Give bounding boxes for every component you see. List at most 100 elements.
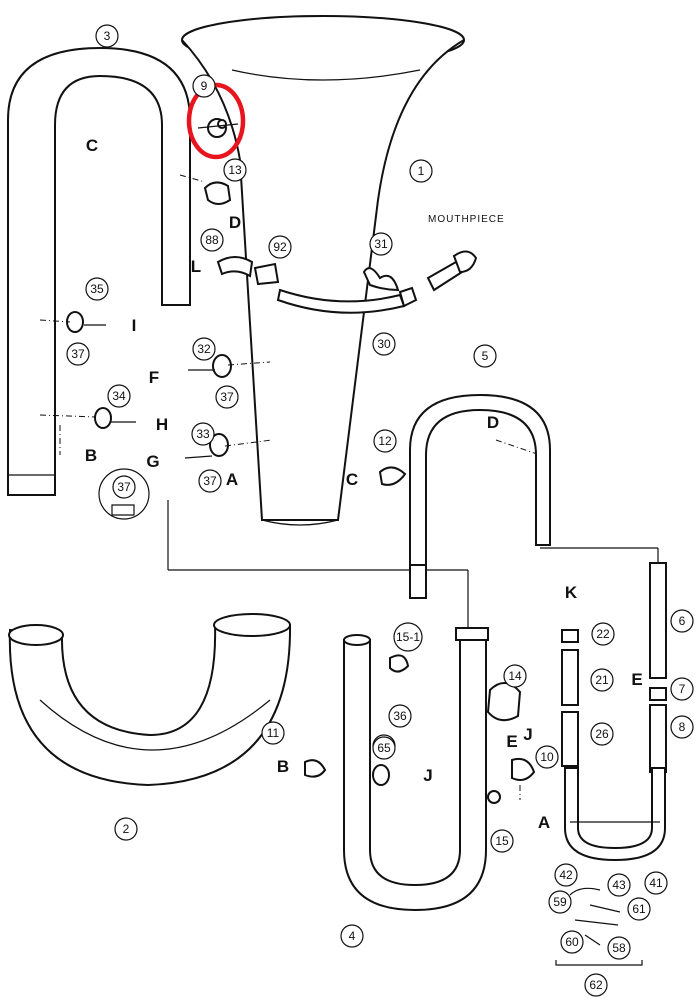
mouthpipe-part-30 <box>276 250 478 314</box>
part-label-p10: 10 <box>535 745 559 769</box>
part-number-circle <box>372 736 396 760</box>
part-number-text: 37 <box>71 347 85 361</box>
part-number-circle <box>627 897 651 921</box>
part-number-text: 11 <box>267 726 280 740</box>
part-number-circle <box>340 924 364 948</box>
part-number-text: 58 <box>612 941 626 955</box>
part-number-text: 33 <box>196 427 210 441</box>
part-label-p30: 30 <box>372 332 396 356</box>
part-number-circle <box>192 74 216 98</box>
part-number-circle <box>409 159 433 183</box>
part-number-circle <box>372 332 396 356</box>
connection-letter-A1: A <box>226 470 238 489</box>
part-number-circle <box>644 871 668 895</box>
part-number-text: 60 <box>565 935 579 949</box>
part-number-text: 37 <box>117 480 131 494</box>
valve-tubes <box>555 562 667 966</box>
part-label-p3: 3 <box>95 24 119 48</box>
part-label-p13: 13 <box>223 158 247 182</box>
part-number-text: 22 <box>596 627 610 641</box>
part-number-circle <box>590 722 614 746</box>
part-number-text: 21 <box>595 673 609 687</box>
lyre-part-31 <box>362 267 400 292</box>
part-number-circle <box>200 228 224 252</box>
part-number-text: 35 <box>90 282 104 296</box>
part-number-text: 1 <box>418 164 425 178</box>
part-label-p15: 15 <box>490 829 514 853</box>
part-number-text: 92 <box>273 240 287 254</box>
connection-letter-F1: F <box>149 368 159 387</box>
part-number-text: 6 <box>679 614 686 628</box>
part-label-p41: 41 <box>644 871 668 895</box>
part-number-circle <box>112 475 136 499</box>
connection-letter-K1: K <box>565 583 578 602</box>
part-label-p65: 65 <box>372 736 396 760</box>
connection-letter-L1: L <box>191 257 201 276</box>
part-label-p34: 34 <box>107 384 131 408</box>
part-label-p37b: 37 <box>215 385 239 409</box>
cap-part-13 <box>203 181 232 205</box>
part-number-text: 26 <box>595 727 609 741</box>
part-number-circle <box>554 863 578 887</box>
part-number-circle <box>66 342 90 366</box>
part-number-circle <box>107 384 131 408</box>
part-label-p33: 33 <box>191 422 215 446</box>
part-number-circle <box>670 715 694 739</box>
part-number-circle <box>393 622 423 652</box>
part-number-circle <box>369 232 393 256</box>
part-label-p15_1: 15-1 <box>393 622 423 652</box>
part-label-p59: 59 <box>548 890 572 914</box>
part-9-group <box>197 118 239 138</box>
connection-letter-D1: D <box>229 213 241 232</box>
part-number-circle <box>373 429 397 453</box>
part-number-text: 43 <box>612 878 626 892</box>
part-label-p61: 61 <box>627 897 651 921</box>
part-number-circle <box>261 721 285 745</box>
part-number-text: 37 <box>203 474 217 488</box>
part-number-circle <box>670 609 694 633</box>
connection-letter-A2: A <box>538 813 550 832</box>
part-number-text: 61 <box>632 902 646 916</box>
part-number-circle <box>535 745 559 769</box>
u-bow-part-4 <box>304 627 536 912</box>
part-label-p6: 6 <box>670 609 694 633</box>
part-label-p92: 92 <box>268 235 292 259</box>
part-label-p60: 60 <box>560 930 584 954</box>
part-number-text: 65 <box>377 741 391 755</box>
part-number-circle <box>490 829 514 853</box>
part-number-text: 7 <box>679 682 686 696</box>
part-number-circle <box>548 890 572 914</box>
part-number-circle <box>95 24 119 48</box>
part-number-text: 10 <box>540 750 554 764</box>
part-number-circle <box>191 422 215 446</box>
part-label-p8: 8 <box>670 715 694 739</box>
part-number-text: 32 <box>197 342 211 356</box>
part-number-text: 2 <box>123 822 130 836</box>
part-number-text: 34 <box>112 389 126 403</box>
part-label-p7: 7 <box>670 677 694 701</box>
connection-letter-B1: B <box>85 446 97 465</box>
connection-letter-B2: B <box>277 757 289 776</box>
part-number-text: 37 <box>220 390 234 404</box>
connection-letter-J1: J <box>423 766 432 785</box>
part-label-p21: 21 <box>590 668 614 692</box>
part-number-text: 8 <box>679 720 686 734</box>
part-label-p62: 62 <box>584 973 608 997</box>
highlight-circle <box>186 82 246 160</box>
part-label-p14: 14 <box>503 664 527 688</box>
bow-part-2 <box>8 613 292 787</box>
connection-letter-C1: C <box>86 136 98 155</box>
part-number-circle <box>215 385 239 409</box>
part-label-p88: 88 <box>200 228 224 252</box>
connection-letter-D2: D <box>487 413 499 432</box>
connection-letter-J2: J <box>523 725 532 744</box>
part-number-circle <box>584 973 608 997</box>
part-label-p37c: 37 <box>198 469 222 493</box>
ferrule-part-92 <box>253 262 280 286</box>
part-number-circle <box>388 704 412 728</box>
u-bow-part-5 <box>409 393 551 599</box>
mouthpiece-label: MOUTHPIECE <box>428 214 505 225</box>
bell-part <box>181 15 465 526</box>
part-label-p36: 36 <box>388 704 412 728</box>
